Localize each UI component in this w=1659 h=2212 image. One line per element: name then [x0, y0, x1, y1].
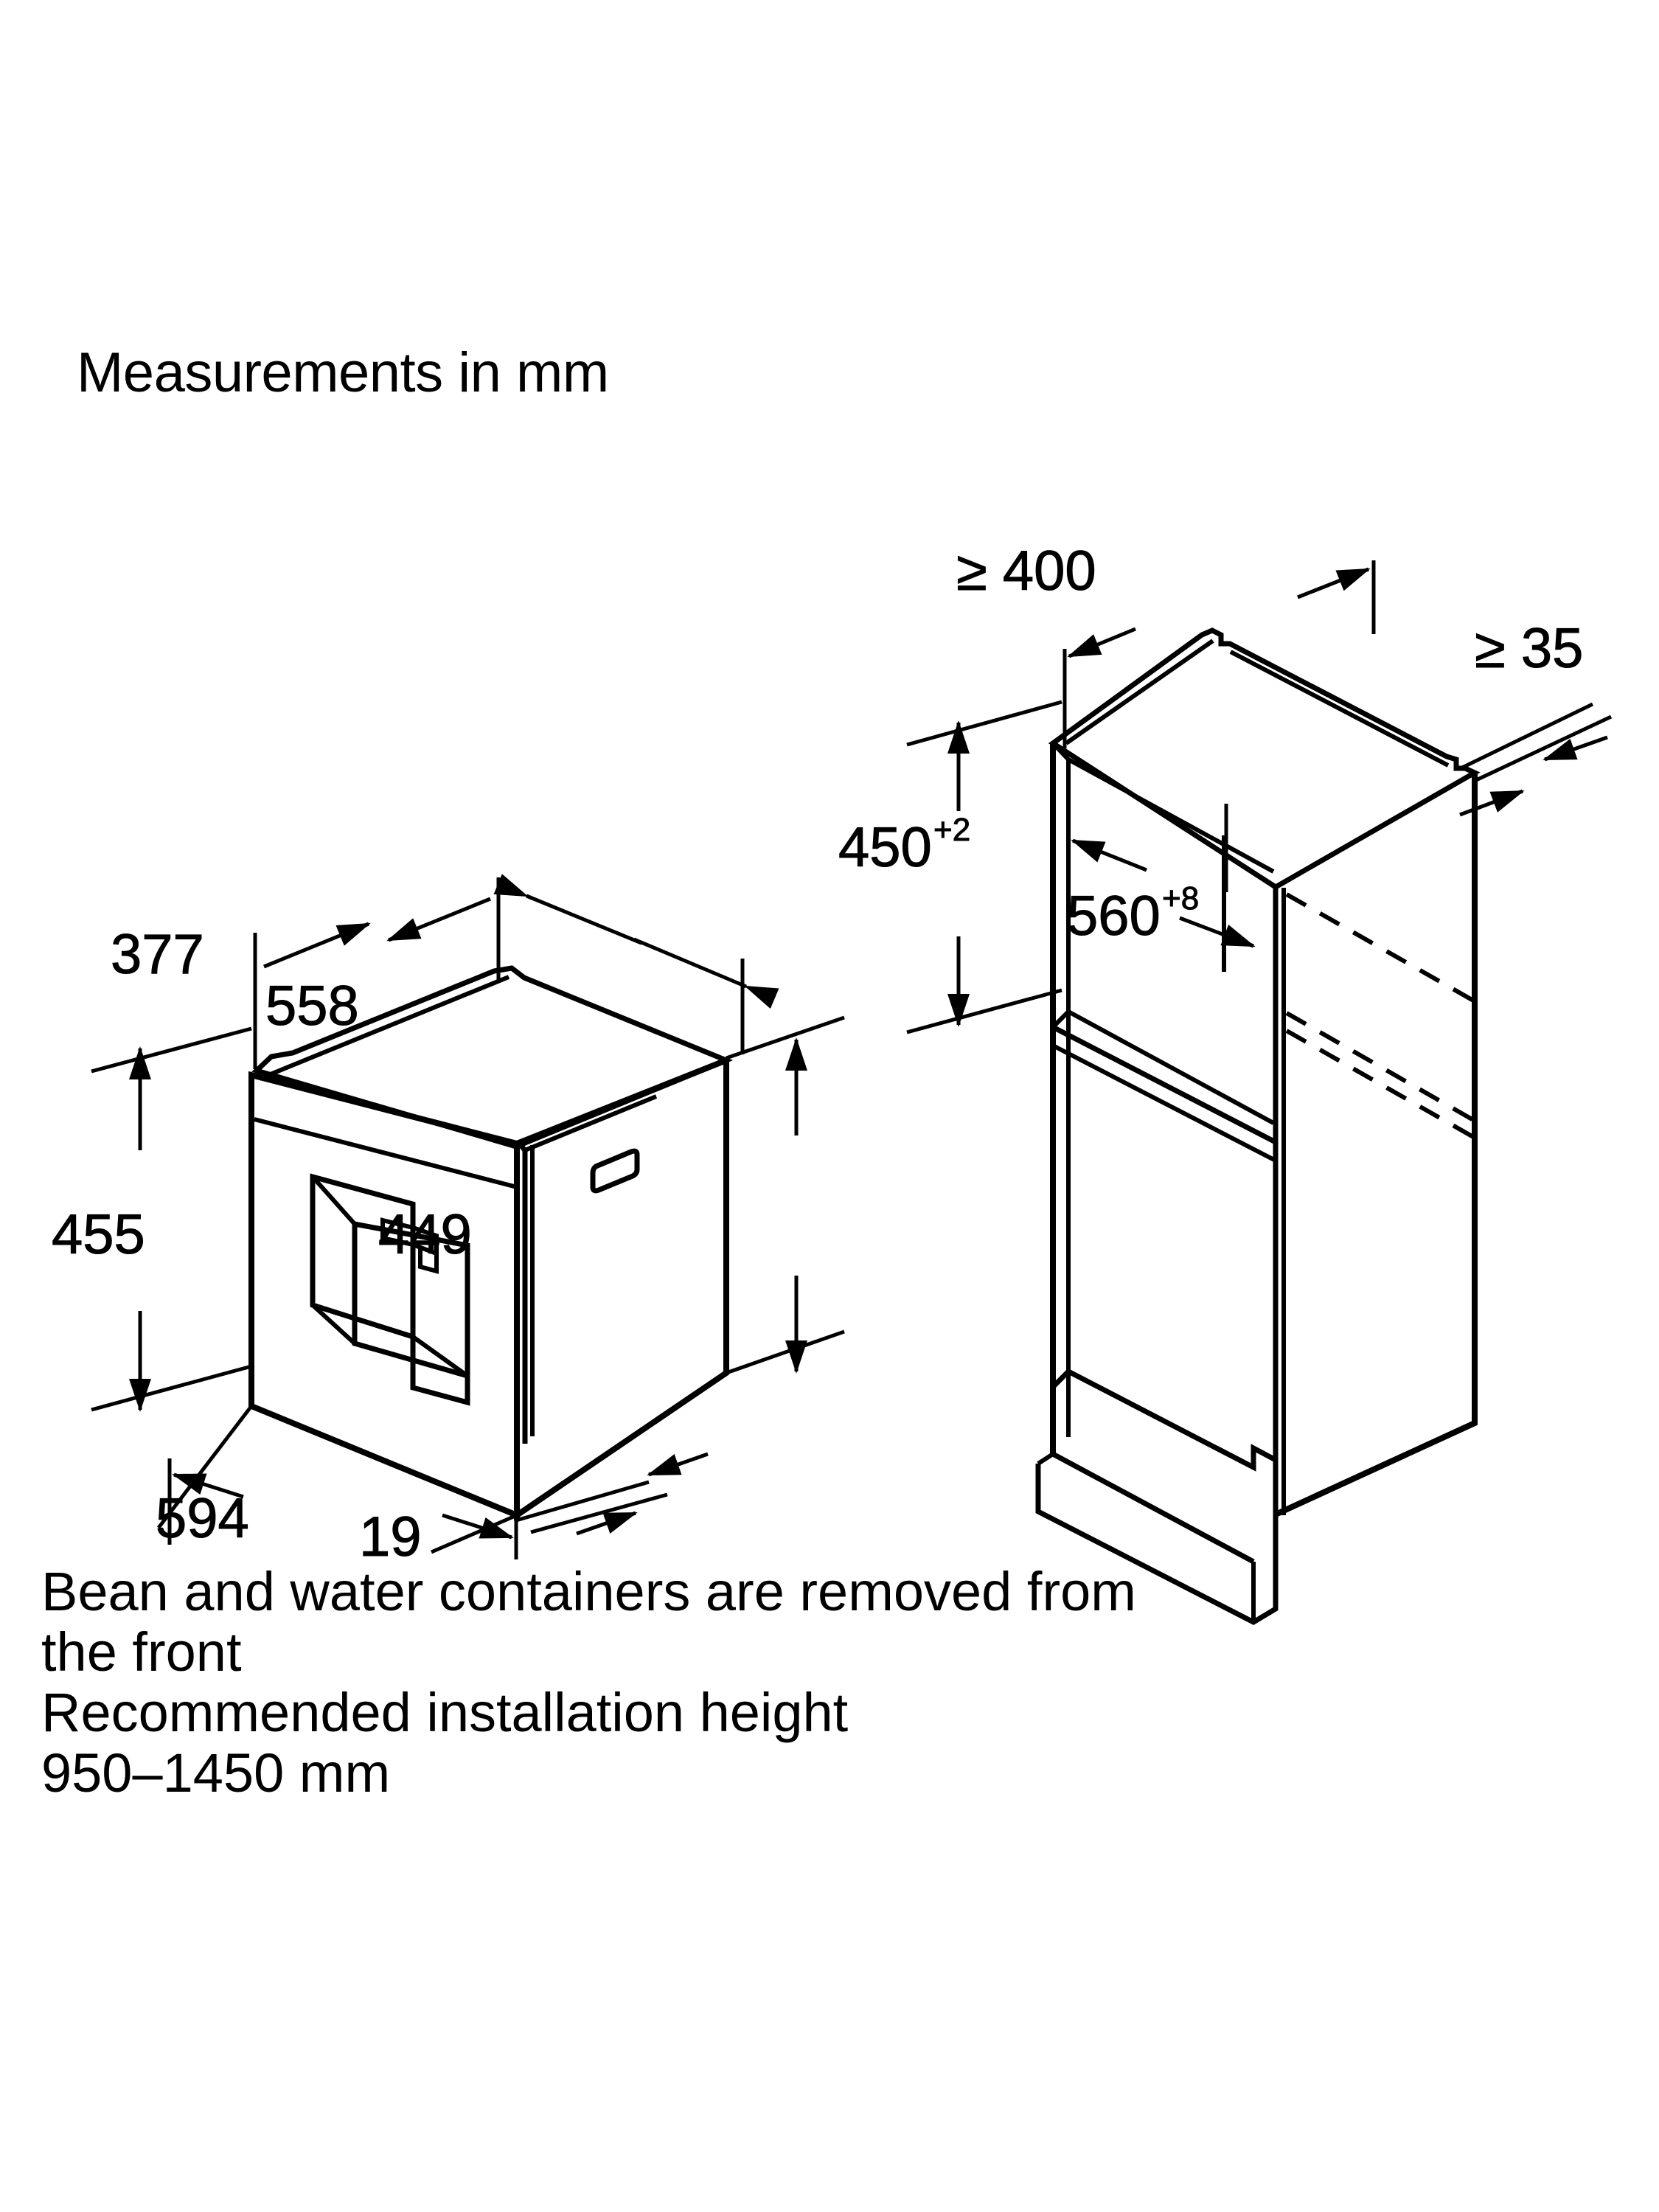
dim-450-ext-bottom — [906, 988, 1062, 1034]
dispenser-recess-diag-br — [411, 1335, 469, 1378]
appliance-dimensions: 377 558 455 449 594 19 — [52, 874, 845, 1569]
dim-594-arrow-right — [442, 1513, 514, 1540]
cabinet-base-shelf — [1051, 1368, 1279, 1479]
dim-594-ext-left — [157, 1405, 253, 1529]
cabinet-hidden-shelf-lower-a — [1285, 1011, 1476, 1123]
dim-35-ext-a — [1459, 702, 1594, 771]
dim-455-ext-top — [91, 1026, 252, 1074]
cabinet-shelf-bottom-edge — [1051, 1043, 1277, 1163]
cabinet-hidden-shelf-upper — [1285, 892, 1476, 1004]
cabinet-right-panel — [1274, 773, 1478, 1517]
dim-label-450-tolerance: +2 — [933, 812, 970, 848]
cabinet-shelf-top-edge — [1067, 1009, 1275, 1125]
cabinet-left-top-thickness — [1051, 741, 1071, 762]
cabinet-plinth-left-top — [1037, 1452, 1054, 1466]
installation-notes: Bean and water containers are removed fr… — [41, 1562, 1604, 1804]
dim-label-450: 450 — [838, 816, 932, 879]
dim-560-arrow-right — [1179, 916, 1256, 948]
note-line-1: Bean and water containers are removed fr… — [41, 1561, 1136, 1622]
appliance-door-top-line — [524, 1094, 658, 1152]
appliance-front-panel — [248, 1071, 520, 1520]
dim-label-594: 594 — [156, 1487, 249, 1550]
dim-label-560: 560 — [1067, 885, 1161, 947]
note-line-2: the front — [41, 1621, 242, 1683]
coffee-spout-nozzle — [418, 1246, 439, 1274]
cabinet-niche-top-inner — [1067, 757, 1275, 874]
dim-558-arrow-right — [633, 937, 779, 1009]
dim-19-arrow-a — [647, 1452, 709, 1477]
cabinet-shelf-front-edge — [1051, 1024, 1277, 1145]
dim-19-arrow-b — [576, 1511, 638, 1536]
appliance-front-trim-line — [254, 1117, 518, 1189]
dim-455-ext-bottom — [91, 1364, 252, 1412]
cabinet-drawing — [1035, 627, 1481, 1626]
cabinet-top-inner-a — [1065, 639, 1214, 745]
dim-558-arrow-left — [493, 874, 642, 945]
cabinet-top-inner-b — [1229, 650, 1450, 768]
note-line-3: Recommended installation height — [41, 1682, 849, 1743]
dim-label-35: ≥ 35 — [1475, 617, 1583, 680]
dim-label-400: ≥ 400 — [956, 540, 1096, 602]
dim-label-19: 19 — [359, 1506, 422, 1568]
dim-label-455: 455 — [52, 1203, 145, 1266]
dim-label-558: 558 — [265, 975, 359, 1037]
dispenser-recess-diag-bl — [310, 1303, 357, 1346]
appliance-side-handle-slot — [590, 1148, 640, 1194]
cabinet-base-bottom-edge — [1051, 1451, 1255, 1565]
dispenser-recess-diag-tl — [310, 1175, 357, 1225]
appliance-top-edge-inner — [258, 975, 510, 1081]
dim-35-arrow-a — [1543, 735, 1608, 762]
dim-449-ext-bottom — [726, 1329, 845, 1375]
dim-560-arrow-left — [1071, 838, 1147, 872]
dim-35-arrow-b — [1459, 789, 1525, 817]
dim-377-arrow-right — [263, 922, 371, 969]
dim-label-560-tolerance: +8 — [1162, 880, 1199, 917]
dim-label-377: 377 — [111, 923, 204, 986]
dim-label-449: 449 — [378, 1203, 472, 1266]
dim-450-ext-top — [906, 700, 1062, 747]
dim-19-ext-a — [515, 1480, 650, 1523]
note-line-4: 950–1450 mm — [41, 1742, 391, 1804]
dim-400-arrow-left — [1067, 627, 1136, 658]
dim-377-arrow-left — [386, 897, 491, 942]
appliance-drawing — [248, 965, 734, 1521]
dim-594-arrow-left — [172, 1472, 244, 1499]
cabinet-shelf-left-thickness — [1051, 1009, 1071, 1029]
appliance-door-edge — [518, 1143, 528, 1444]
appliance-side-panel — [514, 1056, 729, 1521]
page-title: Measurements in mm — [77, 341, 609, 404]
dim-400-arrow-right — [1297, 567, 1371, 599]
cabinet-hidden-shelf-lower-b — [1285, 1029, 1476, 1140]
dim-19-ext-b — [530, 1492, 668, 1534]
cabinet-dimensions: ≥ 400 ≥ 35 450 +2 560 +8 — [838, 540, 1613, 1034]
dispenser-recess-lip — [410, 1337, 470, 1406]
